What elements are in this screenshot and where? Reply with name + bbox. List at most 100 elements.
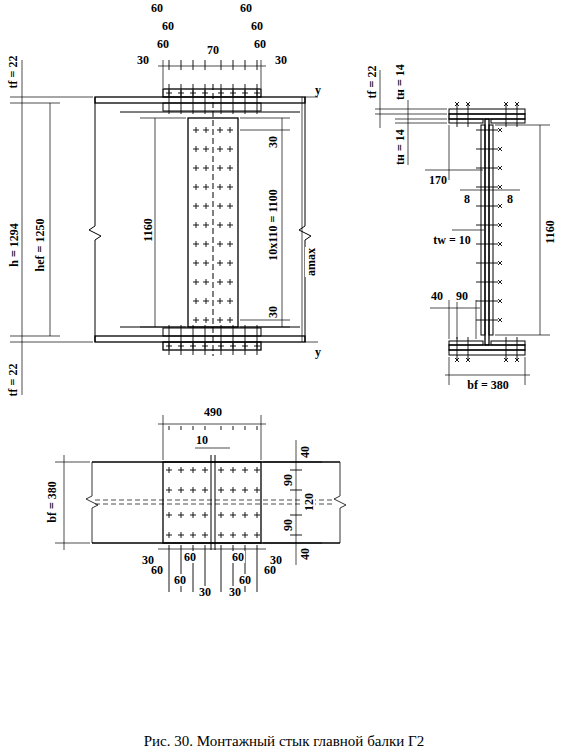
bolt-stroke — [193, 532, 194, 538]
bolt-stroke — [455, 358, 459, 362]
bolt-stroke — [193, 467, 194, 473]
bolt-stroke — [515, 358, 519, 362]
bolt-stroke — [181, 487, 182, 493]
bolt-stroke — [476, 168, 498, 169]
bolt-stroke — [169, 426, 170, 430]
bolt-stroke — [181, 325, 182, 355]
dimension-label: 40 — [299, 445, 311, 459]
dimension-label: 90 — [455, 290, 469, 302]
elevation-view — [10, 60, 318, 395]
bolt-stroke — [498, 261, 502, 265]
bolt-stroke — [181, 60, 182, 70]
dimension-label: 60 — [250, 20, 264, 32]
bolt-stroke — [220, 317, 221, 323]
bolt-stroke — [193, 84, 194, 114]
bolt-stroke — [205, 467, 206, 473]
dimension-label: 10x110 = 1100 — [267, 188, 279, 262]
bolt-stroke — [220, 222, 221, 228]
dimension-label: tf = 22 — [7, 363, 19, 398]
dimension-label: 60 — [150, 564, 164, 576]
bolt-stroke — [245, 487, 246, 493]
bolt-stroke — [498, 204, 502, 208]
bolt-stroke — [205, 512, 206, 518]
bolt-stroke — [196, 146, 197, 152]
dimension-label: 30 — [267, 135, 279, 149]
bolt-stroke — [517, 337, 518, 360]
bolt-stroke — [245, 90, 246, 96]
bolt-stroke — [233, 467, 234, 473]
bolt-stroke — [498, 128, 502, 132]
dimension-label: 60 — [183, 551, 197, 563]
bolt-stroke — [498, 299, 502, 303]
bolt-stroke — [245, 84, 246, 114]
bolt-stroke — [498, 128, 502, 132]
bolt-stroke — [455, 102, 459, 106]
bolt-stroke — [517, 104, 518, 127]
bolt-stroke — [196, 241, 197, 247]
flange-plan-view — [55, 415, 346, 565]
dimension-label: 1160 — [544, 219, 556, 244]
bolt-stroke — [181, 84, 182, 114]
bolt-stroke — [169, 343, 170, 349]
dimension-label: 1160 — [142, 217, 154, 242]
bolt-stroke — [233, 325, 234, 355]
dimension-label: 90 — [282, 473, 294, 487]
bolt-stroke — [205, 90, 206, 96]
bolt-stroke — [221, 487, 222, 493]
dimension-label: 120 — [303, 492, 315, 512]
dimension-label: 60 — [161, 20, 175, 32]
bolt-stroke — [205, 532, 206, 538]
bolt-stroke — [476, 263, 498, 264]
dimension-label: tн = 14 — [394, 128, 406, 166]
bolt-stroke — [506, 104, 507, 127]
dimension-label: tн = 14 — [394, 63, 406, 101]
bolt-stroke — [506, 337, 507, 360]
bolt-stroke — [221, 343, 222, 349]
bolt-stroke — [457, 337, 458, 360]
bolt-stroke — [245, 325, 246, 355]
bolt-stroke — [206, 127, 207, 133]
dimension-label: bf = 380 — [466, 379, 510, 391]
bolt-stroke — [498, 280, 502, 284]
bolt-stroke — [466, 102, 470, 106]
dimension-label: 60 — [263, 564, 277, 576]
bolt-stroke — [498, 280, 502, 284]
bolt-stroke — [498, 223, 502, 227]
dimension-label: 60 — [173, 574, 187, 586]
dimension-label: amax — [305, 247, 317, 277]
bolt-stroke — [233, 426, 234, 430]
bolt-stroke — [196, 279, 197, 285]
dimension-label: 60 — [239, 2, 253, 14]
bolt-stroke — [257, 343, 258, 349]
bolt-stroke — [515, 102, 519, 106]
bolt-stroke — [181, 512, 182, 518]
dimension-label: 490 — [203, 406, 223, 418]
bolt-stroke — [230, 241, 231, 247]
bolt-stroke — [220, 298, 221, 304]
bolt-stroke — [196, 317, 197, 323]
dimension-label: tf = 22 — [7, 55, 19, 90]
bolt-stroke — [221, 84, 222, 114]
bolt-stroke — [498, 223, 502, 227]
bolt-marks — [166, 60, 519, 592]
bolt-stroke — [476, 149, 498, 150]
bolt-stroke — [245, 512, 246, 518]
bolt-stroke — [220, 146, 221, 152]
bolt-stroke — [230, 203, 231, 209]
bolt-stroke — [220, 260, 221, 266]
bolt-stroke — [468, 337, 469, 360]
dimension-label: 30 — [228, 586, 242, 598]
bolt-stroke — [233, 84, 234, 114]
bolt-stroke — [206, 222, 207, 228]
dimension-label: 60 — [253, 38, 267, 50]
bolt-stroke — [193, 487, 194, 493]
bolt-stroke — [230, 127, 231, 133]
bolt-stroke — [205, 487, 206, 493]
bolt-stroke — [169, 84, 170, 114]
bolt-stroke — [257, 545, 258, 592]
bolt-stroke — [196, 127, 197, 133]
bolt-stroke — [455, 102, 459, 106]
bolt-stroke — [206, 279, 207, 285]
bolt-stroke — [206, 184, 207, 190]
